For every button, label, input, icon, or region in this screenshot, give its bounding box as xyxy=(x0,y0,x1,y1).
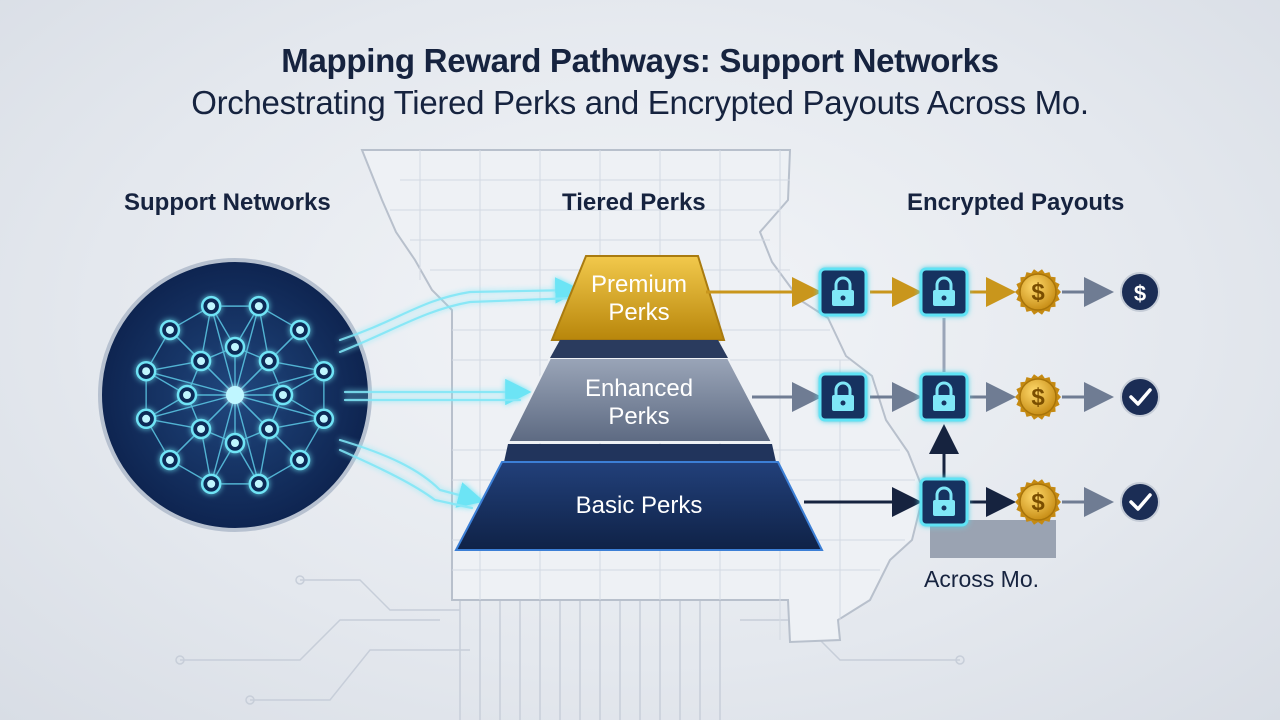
svg-text:$: $ xyxy=(1134,281,1146,306)
lock-icon xyxy=(919,372,969,422)
tier-premium-line1: Premium xyxy=(591,271,687,298)
lock-icon xyxy=(919,267,969,317)
dollar-coin-icon: $ xyxy=(1015,374,1061,420)
column-label-payouts: Encrypted Payouts xyxy=(907,189,1125,216)
checkmark-badge-icon xyxy=(1120,482,1160,522)
payout-connectors xyxy=(706,277,1114,517)
tier-enhanced-line1: Enhanced xyxy=(585,375,693,402)
column-label-tiers: Tiered Perks xyxy=(562,189,706,216)
lock-icon xyxy=(919,477,969,527)
tier-enhanced: Enhanced Perks xyxy=(506,340,774,443)
page-title: Mapping Reward Pathways: Support Network… xyxy=(281,42,999,79)
svg-text:$: $ xyxy=(1031,489,1045,516)
page-subtitle: Orchestrating Tiered Perks and Encrypted… xyxy=(191,84,1089,121)
region-label: Across Mo. xyxy=(924,566,1040,592)
network-hub-icon xyxy=(98,258,372,532)
network-streams xyxy=(338,277,582,510)
dollar-coin-icon: $ xyxy=(1015,479,1061,525)
svg-text:$: $ xyxy=(1031,279,1045,306)
tier-basic: Basic Perks xyxy=(454,444,824,551)
tier-premium-line2: Perks xyxy=(608,299,669,326)
lock-icon xyxy=(818,267,868,317)
checkmark-badge-icon xyxy=(1120,377,1160,417)
svg-text:$: $ xyxy=(1031,384,1045,411)
lock-icon xyxy=(818,372,868,422)
tier-premium: Premium Perks xyxy=(550,255,726,341)
dollar-badge-icon: $ xyxy=(1120,272,1160,312)
tier-enhanced-line2: Perks xyxy=(608,403,669,430)
column-label-support: Support Networks xyxy=(124,189,331,216)
tier-basic-label: Basic Perks xyxy=(576,492,703,519)
dollar-coin-icon: $ xyxy=(1015,269,1061,315)
